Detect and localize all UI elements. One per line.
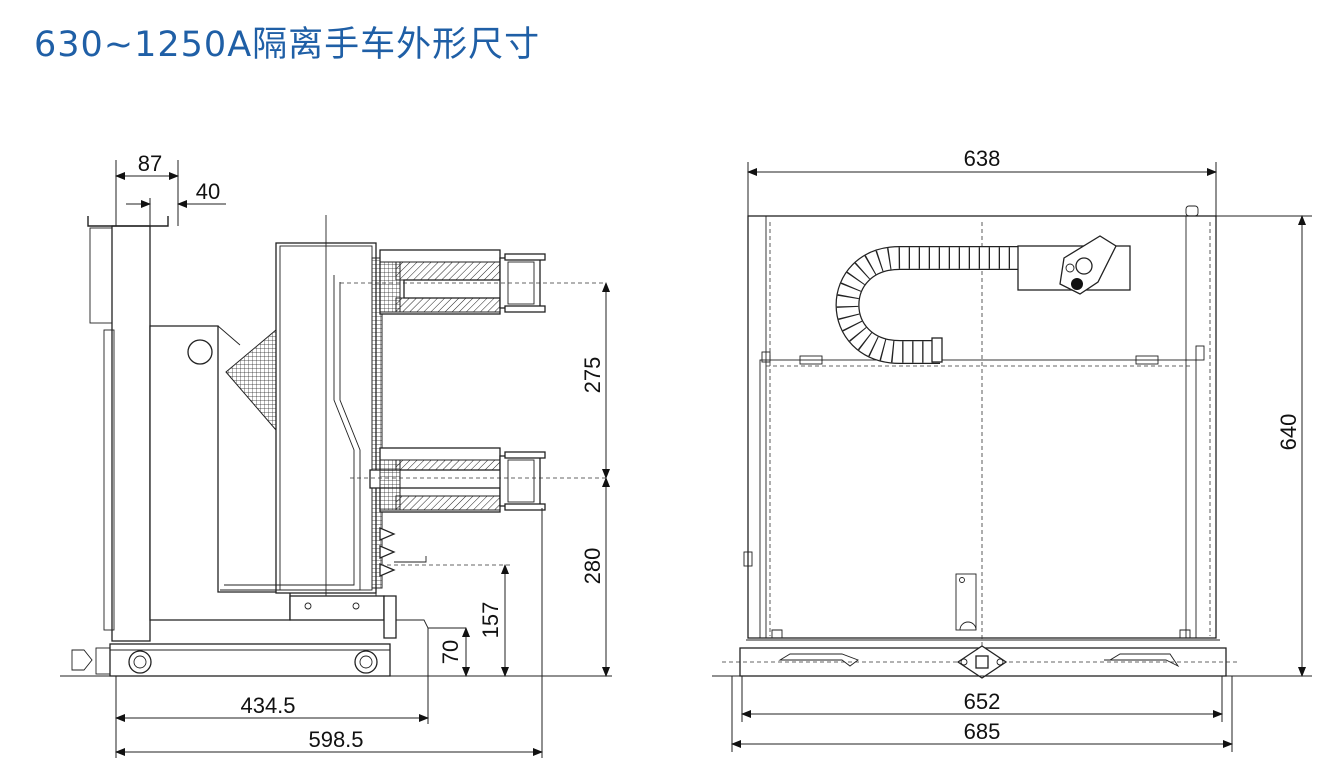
side-view: 87 40 275 280 157 70 434.5 598.5 (60, 151, 612, 758)
dim-685-label: 685 (964, 719, 1001, 744)
frame-hole (187, 339, 213, 365)
dim-275-label: 275 (580, 357, 605, 394)
handle (71, 649, 93, 671)
front-wheel (128, 650, 152, 674)
page-title: 630~1250A隔离手车外形尺寸 (34, 25, 541, 65)
lower-insulator-sheds (375, 520, 510, 596)
dim-434-5-label: 434.5 (240, 693, 295, 718)
center-bracket (955, 573, 977, 631)
dim-640-label: 640 (1276, 414, 1301, 451)
dim-280-label: 280 (580, 548, 605, 585)
dim-70-label: 70 (438, 640, 463, 664)
dim-652-label: 652 (964, 689, 1001, 714)
insulator-fan (225, 328, 277, 432)
lower-compartment (759, 359, 1197, 639)
lower-contact-arm (350, 447, 606, 513)
panel-top-lip (87, 216, 169, 227)
front-view: 638 640 652 685 (712, 146, 1312, 752)
dim-87-label: 87 (138, 151, 162, 176)
right-slot (1104, 653, 1180, 668)
front-panel (111, 225, 151, 642)
dim-598-5-label: 598.5 (308, 727, 363, 752)
dim-157-label: 157 (478, 602, 503, 639)
left-slot (778, 653, 859, 667)
rear-wheel (354, 650, 378, 674)
dim-638-label: 638 (964, 146, 1001, 171)
lock-knob (1071, 278, 1083, 290)
chassis (109, 643, 391, 677)
upper-contact-arm (340, 249, 606, 315)
dim-40-label: 40 (196, 179, 220, 204)
